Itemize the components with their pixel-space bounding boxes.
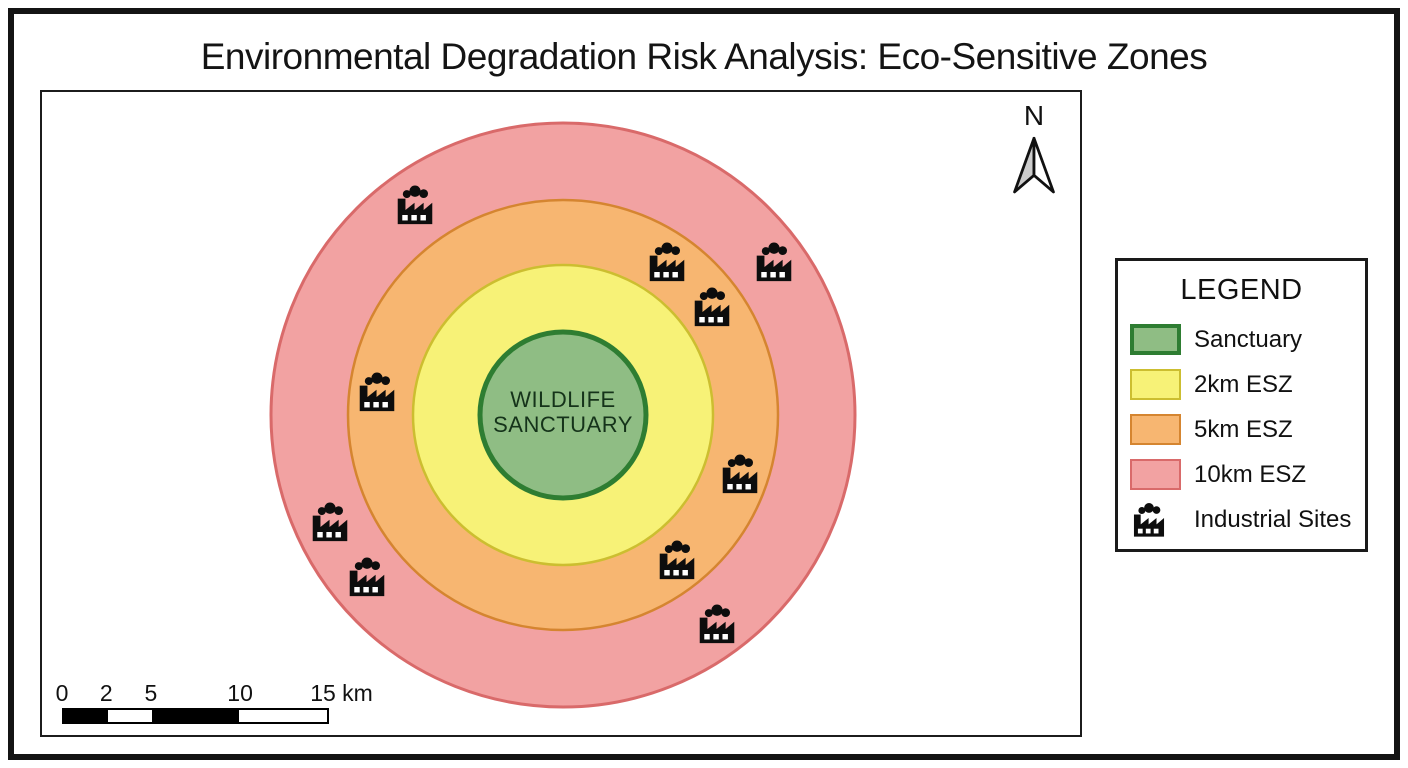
scale-bar-segment (239, 710, 327, 722)
scale-bar-labels: 0 2 5 10 15 km (56, 680, 373, 706)
scale-tick-label: 10 (227, 680, 253, 706)
page-title: Environmental Degradation Risk Analysis:… (200, 36, 1208, 77)
north-arrow-icon (1013, 136, 1055, 194)
legend-swatch (1130, 414, 1181, 445)
north-arrow: N (994, 100, 1074, 203)
sanctuary-label: WILDLIFE SANCTUARY (463, 387, 663, 437)
scale-bar: 0 2 5 10 15 km (56, 680, 373, 730)
scale-tick-label: 2 (99, 680, 113, 706)
zone-sanctuary (477, 329, 649, 501)
legend-item-label: 2km ESZ (1194, 370, 1293, 398)
scale-bar-segment (151, 710, 240, 722)
north-label: N (1023, 100, 1045, 131)
legend-item-label: 10km ESZ (1194, 460, 1307, 488)
scale-bar-segments (62, 708, 329, 724)
scale-tick-label: 15 km (310, 680, 373, 706)
legend-item-label: 5km ESZ (1194, 415, 1293, 443)
scale-bar-segment (107, 710, 152, 722)
legend: LEGEND Sanctuary 2km ESZ 5km ESZ 10km ESZ In… (1115, 258, 1368, 552)
legend-item-5km-esz: 5km ESZ (1118, 407, 1365, 452)
esz-zones-map (269, 121, 857, 709)
sanctuary-label-line1: WILDLIFE (510, 387, 616, 412)
scale-tick-label: 0 (55, 680, 69, 706)
legend-swatch (1130, 459, 1181, 490)
scale-bar-segment (64, 710, 108, 722)
scale-tick-label: 5 (144, 680, 158, 706)
legend-title: LEGEND (1180, 274, 1303, 306)
map-canvas: WILDLIFE SANCTUARY N 0 2 5 10 15 km (40, 90, 1082, 737)
legend-items: Sanctuary 2km ESZ 5km ESZ 10km ESZ Industria… (1118, 317, 1365, 542)
sanctuary-label-line2: SANCTUARY (493, 412, 633, 437)
legend-swatch (1130, 369, 1181, 400)
legend-item-industrial-sites: Industrial Sites (1118, 497, 1365, 542)
legend-item-label: Sanctuary (1194, 325, 1303, 353)
legend-swatch (1130, 324, 1181, 355)
legend-item-10km-esz: 10km ESZ (1118, 452, 1365, 497)
legend-item-label: Industrial Sites (1194, 505, 1352, 533)
legend-item-2km-esz: 2km ESZ (1118, 362, 1365, 407)
factory-icon (1130, 501, 1181, 539)
legend-item-sanctuary: Sanctuary (1118, 317, 1365, 362)
